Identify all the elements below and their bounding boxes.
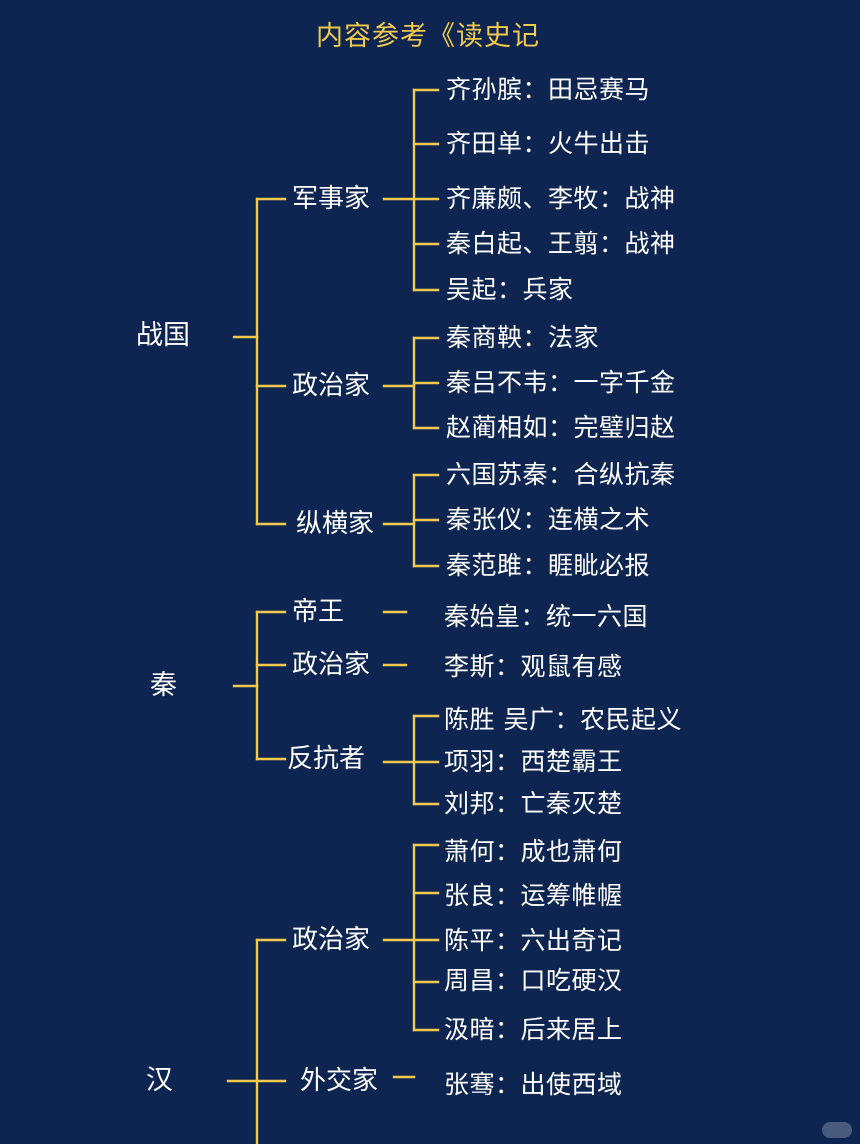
role-label-military: 军事家	[292, 184, 371, 214]
role-label-rebels: 反抗者	[287, 744, 366, 774]
leaf-item: 齐田单：火牛出击	[446, 129, 651, 158]
leaf-item: 周昌：口吃硬汉	[444, 966, 623, 995]
leaf-item: 秦始皇：统一六国	[444, 602, 649, 631]
leaf-item: 吴起：兵家	[446, 275, 574, 304]
leaf-item: 秦吕不韦：一字千金	[446, 368, 676, 397]
leaf-item: 李斯：观鼠有感	[444, 652, 623, 681]
leaf-item: 齐孙膑：田忌赛马	[446, 75, 651, 104]
leaf-item: 秦张仪：连横之术	[446, 505, 651, 534]
leaf-item: 齐廉颇、李牧：战神	[446, 184, 676, 213]
role-label-political: 政治家	[292, 925, 371, 955]
era-label-han: 汉	[146, 1065, 173, 1096]
leaf-item: 刘邦：亡秦灭楚	[444, 789, 623, 818]
era-label-zhanguo: 战国	[136, 320, 190, 351]
leaf-item: 张骞：出使西域	[444, 1070, 623, 1099]
era-label-qin: 秦	[150, 670, 177, 701]
leaf-item: 秦白起、王翦：战神	[446, 229, 676, 258]
leaf-item: 萧何：成也萧何	[444, 837, 623, 866]
leaf-item: 陈胜 吴广：农民起义	[444, 705, 682, 734]
role-label-strategist: 纵横家	[296, 509, 375, 539]
leaf-item: 陈平：六出奇记	[444, 926, 623, 955]
role-label-political: 政治家	[292, 371, 371, 401]
leaf-item: 六国苏秦：合纵抗秦	[446, 460, 676, 489]
role-label-diplomat: 外交家	[300, 1066, 379, 1096]
leaf-item: 张良：运筹帷幄	[444, 881, 623, 910]
role-label-emperor: 帝王	[292, 597, 345, 627]
watermark-badge	[822, 1122, 852, 1138]
leaf-item: 赵蔺相如：完璧归赵	[446, 413, 676, 442]
leaf-item: 汲暗：后来居上	[444, 1015, 623, 1044]
leaf-item: 秦商鞅：法家	[446, 323, 600, 352]
role-label-political: 政治家	[292, 650, 371, 680]
leaf-item: 项羽：西楚霸王	[444, 747, 623, 776]
leaf-item: 秦范雎：睚眦必报	[446, 551, 651, 580]
page-title: 内容参考《读史记	[316, 21, 540, 52]
